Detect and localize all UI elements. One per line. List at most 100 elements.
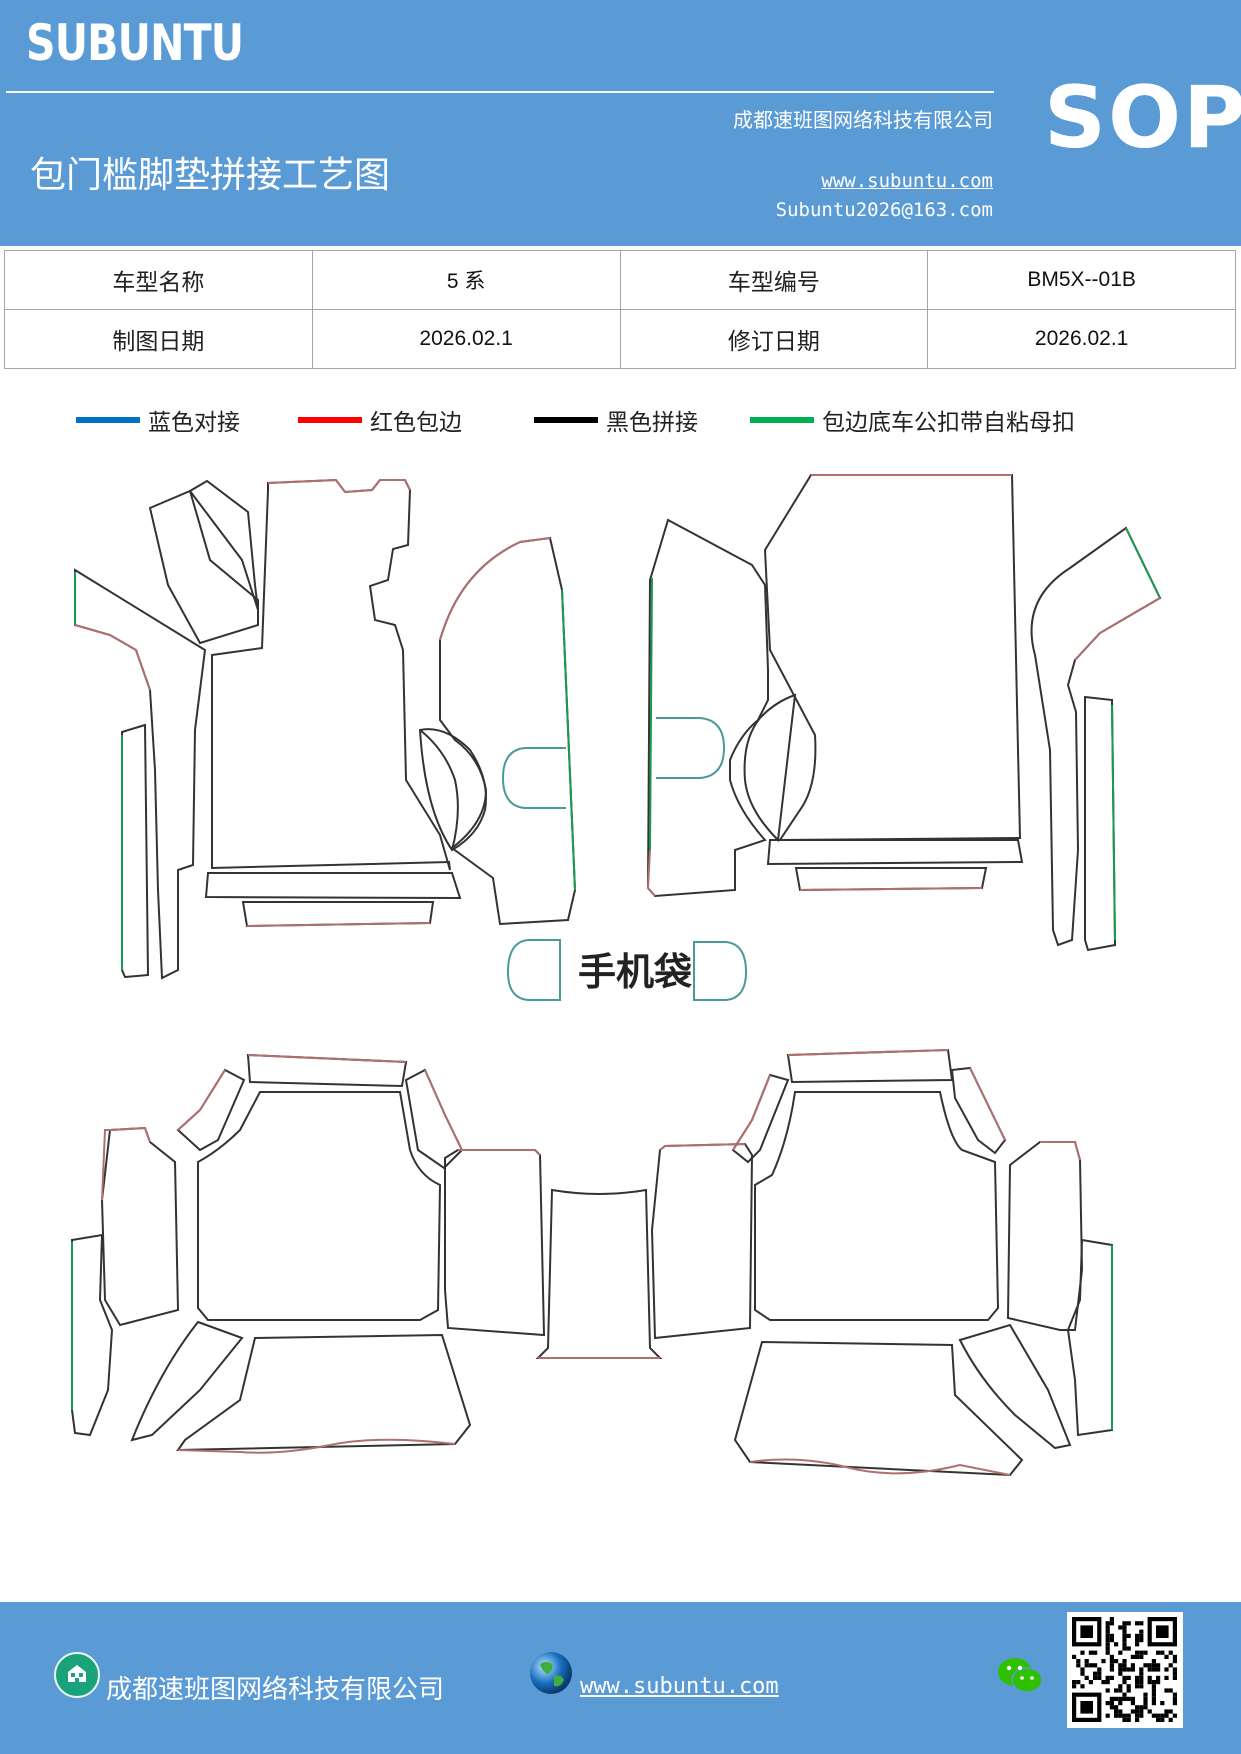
qr-module (1172, 1667, 1177, 1672)
mat-piece (1006, 1141, 1084, 1331)
qr-module (1122, 1713, 1127, 1718)
mat-piece (731, 1073, 790, 1164)
qr-module (1139, 1654, 1144, 1659)
qr-module (1143, 1705, 1148, 1710)
qr-module (1122, 1696, 1127, 1701)
qr-module (1164, 1688, 1169, 1693)
qr-module (1164, 1675, 1169, 1680)
mat-piece (958, 1323, 1072, 1450)
qr-module (1080, 1684, 1085, 1689)
qr-module (1122, 1621, 1127, 1626)
qr-module (1105, 1625, 1110, 1630)
qr-module (1147, 1675, 1152, 1680)
header-email[interactable]: Subuntu2026@163.com (775, 199, 993, 221)
qr-module (1143, 1650, 1148, 1655)
qr-module (1130, 1663, 1135, 1668)
wechat-icon[interactable] (996, 1654, 1044, 1698)
page-title: 包门槛脚垫拼接工艺图 (30, 155, 391, 196)
qr-module (1093, 1663, 1098, 1668)
qr-module (1172, 1654, 1177, 1659)
qr-module (1139, 1633, 1144, 1638)
qr-module (1122, 1663, 1127, 1668)
qr-module (1168, 1709, 1173, 1714)
qr-module (1139, 1713, 1144, 1718)
qr-module (1122, 1717, 1127, 1722)
qr-module (1093, 1671, 1098, 1676)
header-website-link[interactable]: www.subuntu.com (821, 170, 993, 192)
qr-module (1135, 1621, 1140, 1626)
qr-module (1135, 1713, 1140, 1718)
phone-bag-label: 手机袋 (578, 950, 692, 994)
qr-module (1109, 1659, 1114, 1664)
qr-module (1097, 1667, 1102, 1672)
mat-piece (1111, 704, 1116, 941)
header-divider (6, 91, 994, 93)
mat-piece (439, 537, 551, 641)
footer-banner: 成都速班图网络科技有限公司 www.subuntu.com (0, 1602, 1241, 1754)
qr-module (1109, 1667, 1114, 1672)
qr-module (1151, 1701, 1156, 1706)
footer-company: 成都速班图网络科技有限公司 (106, 1675, 445, 1705)
qr-module (1126, 1667, 1131, 1672)
qr-module (1168, 1663, 1173, 1668)
qr-module (1080, 1667, 1085, 1672)
qr-module (1130, 1696, 1135, 1701)
qr-module (1122, 1659, 1127, 1664)
mat-piece (419, 729, 459, 851)
mat-piece (659, 1143, 746, 1151)
qr-module (1126, 1633, 1131, 1638)
qr-module (1097, 1671, 1102, 1676)
qr-module (1139, 1705, 1144, 1710)
mat-piece (656, 717, 726, 779)
qr-module (1084, 1663, 1089, 1668)
qr-module (1114, 1705, 1119, 1710)
phone-bag-right-piece (693, 941, 748, 1001)
qr-module (1160, 1650, 1165, 1655)
qr-module (1172, 1675, 1177, 1680)
qr-module (1143, 1696, 1148, 1701)
mat-piece (535, 1188, 663, 1359)
qr-module (1109, 1675, 1114, 1680)
brand-logo: SUBUNTU (26, 14, 244, 72)
mat-piece (732, 1074, 771, 1151)
value-model-name: 5 系 (311, 250, 621, 310)
qr-module (1151, 1696, 1156, 1701)
qr-module (1122, 1633, 1127, 1638)
qr-module (1147, 1709, 1152, 1714)
qr-module (1109, 1633, 1114, 1638)
qr-module (1088, 1650, 1093, 1655)
qr-module (1126, 1621, 1131, 1626)
qr-module (1105, 1713, 1110, 1718)
mat-piece (749, 1458, 1011, 1476)
qr-module (1143, 1663, 1148, 1668)
mat-piece (241, 901, 435, 928)
mat-piece (787, 1049, 949, 1056)
legend-label: 红色包边 (370, 410, 462, 436)
value-revise-date: 2026.02.1 (927, 309, 1236, 369)
label-model-code: 车型编号 (619, 250, 929, 310)
qr-module (1156, 1713, 1161, 1718)
mat-piece (763, 474, 1022, 842)
qr-module (1109, 1654, 1114, 1659)
qr-module (1172, 1713, 1177, 1718)
mat-piece (646, 518, 769, 898)
legend-swatch-red (298, 417, 362, 423)
mat-piece (646, 849, 656, 897)
qr-module (1147, 1680, 1152, 1685)
mat-piece (733, 1340, 1024, 1477)
mat-piece (650, 1142, 754, 1340)
sop-badge: SOP (1044, 68, 1241, 168)
mat-piece (211, 478, 451, 871)
qr-module (1118, 1696, 1123, 1701)
qr-module (1130, 1667, 1135, 1672)
qr-module (1135, 1717, 1140, 1722)
mat-piece (1074, 597, 1161, 661)
footer-website-link[interactable]: www.subuntu.com (580, 1674, 779, 1699)
qr-module (1135, 1680, 1140, 1685)
qr-module (1139, 1621, 1144, 1626)
mat-piece (799, 887, 983, 891)
legend-item-red: 红色包边 (298, 400, 462, 440)
qr-module (1139, 1667, 1144, 1672)
qr-module (1114, 1659, 1119, 1664)
rear-right-mat-group (650, 1048, 1113, 1477)
